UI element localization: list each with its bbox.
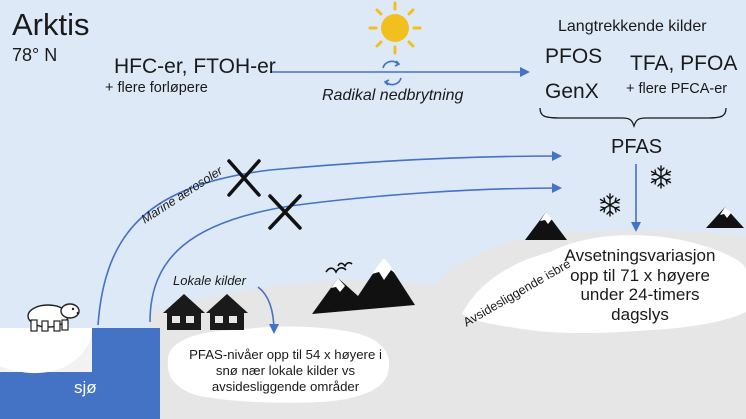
pfca-label: + flere PFCA-er — [626, 81, 728, 97]
marine-aerosol-arrow — [97, 151, 562, 326]
snow-info-cloud — [167, 326, 390, 403]
glacier-mountain-icon — [525, 207, 744, 240]
cross-icon — [227, 159, 302, 230]
latitude-label: 78° N — [12, 45, 58, 65]
region-title: Arktis — [12, 7, 90, 42]
genx-label: GenX — [545, 80, 599, 103]
sun-icon — [368, 1, 422, 55]
brace — [539, 107, 727, 129]
long-range-heading: Langtrekkende kilder — [558, 18, 707, 35]
deposition-cloud — [462, 235, 746, 333]
deposition-text: Avsetningsvariasjon opp til 71 x høyere … — [564, 246, 716, 325]
process-label: Radikal nedbrytning — [322, 87, 464, 104]
snow-levels-text: PFAS-nivåer opp til 54 x høyere i snø næ… — [189, 347, 382, 394]
local-down-arrow — [257, 286, 279, 334]
precursor-sub-label: + flere forløpere — [105, 80, 208, 96]
precursor-label: HFC-er, FTOH-er — [114, 55, 276, 78]
sea — [92, 328, 160, 419]
recycle-icon — [382, 60, 402, 86]
sea-label: sjø — [74, 378, 97, 397]
house-icon — [163, 294, 248, 330]
pfos-label: PFOS — [545, 45, 603, 68]
mountain-icon — [312, 257, 415, 314]
polar-bear-icon — [27, 303, 80, 332]
tfa-pfoa-label: TFA, PFOA — [630, 52, 738, 75]
snowflake-icon — [599, 165, 672, 217]
local-sources-label: Lokale kilder — [173, 273, 246, 288]
pfas-label: PFAS — [611, 136, 663, 158]
bird-icon — [325, 261, 353, 274]
